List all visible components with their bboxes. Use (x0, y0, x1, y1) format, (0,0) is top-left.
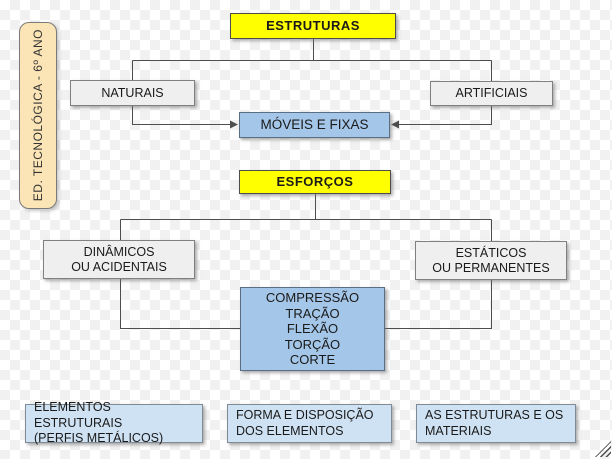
node-forma-disposicao: FORMA E DISPOSIÇÃO DOS ELEMENTOS (227, 404, 392, 443)
tipos-line-compressao: COMPRESSÃO (265, 290, 360, 306)
rodape2-line2: DOS ELEMENTOS (236, 423, 344, 438)
connector-estaticos-to-tipos (385, 280, 492, 329)
node-esforcos: ESFORÇOS (239, 170, 391, 194)
node-tipos-esforcos: COMPRESSÃO TRAÇÃO FLEXÃO TORÇÃO CORTE (240, 287, 385, 371)
node-estaticos-line1: ESTÁTICOS (455, 245, 527, 260)
node-estaticos-line2: OU PERMANENTES (432, 260, 550, 275)
rodape3-line2: MATERIAIS (425, 423, 492, 438)
course-label-text: ED. TECNOLÓGICA - 6º ANO (31, 29, 45, 202)
rodape1-line1: ELEMENTOS ESTRUTURAIS (34, 400, 123, 430)
node-elementos-estruturais: ELEMENTOS ESTRUTURAIS (PERFIS METÁLICOS) (25, 400, 203, 445)
node-naturais: NATURAIS (70, 80, 195, 106)
node-artificiais: ARTIFICIAIS (430, 81, 553, 106)
node-estruturas: ESTRUTURAS (230, 13, 396, 39)
connector-dinamicos-to-tipos (120, 279, 240, 329)
node-estruturas-materiais: AS ESTRUTURAS E OS MATERIAIS (416, 404, 576, 443)
node-dinamicos-line2: OU ACIDENTAIS (71, 259, 167, 274)
node-dinamicos-line1: DINÂMICOS (83, 244, 155, 259)
rodape2-line1: FORMA E DISPOSIÇÃO (236, 407, 374, 422)
tipos-line-tracao: TRAÇÃO (285, 305, 340, 321)
tipos-line-flexao: FLEXÃO (286, 321, 339, 337)
connector-naturais-to-moveis (132, 106, 230, 125)
node-moveis-e-fixas: MÓVEIS E FIXAS (239, 112, 390, 138)
arrowhead-right-icon (391, 120, 399, 129)
arrowhead-left-icon (230, 120, 238, 129)
node-dinamicos: DINÂMICOS OU ACIDENTAIS (43, 240, 195, 279)
tipos-line-corte: CORTE (289, 352, 336, 368)
course-label: ED. TECNOLÓGICA - 6º ANO (19, 22, 57, 209)
rodape3-line1: AS ESTRUTURAS E OS (425, 407, 564, 422)
node-estaticos: ESTÁTICOS OU PERMANENTES (415, 241, 567, 280)
connector-artificiais-to-moveis (399, 106, 492, 125)
rodape1-line2: (PERFIS METÁLICOS) (34, 431, 164, 446)
tipos-line-torcao: TORÇÃO (284, 336, 341, 352)
